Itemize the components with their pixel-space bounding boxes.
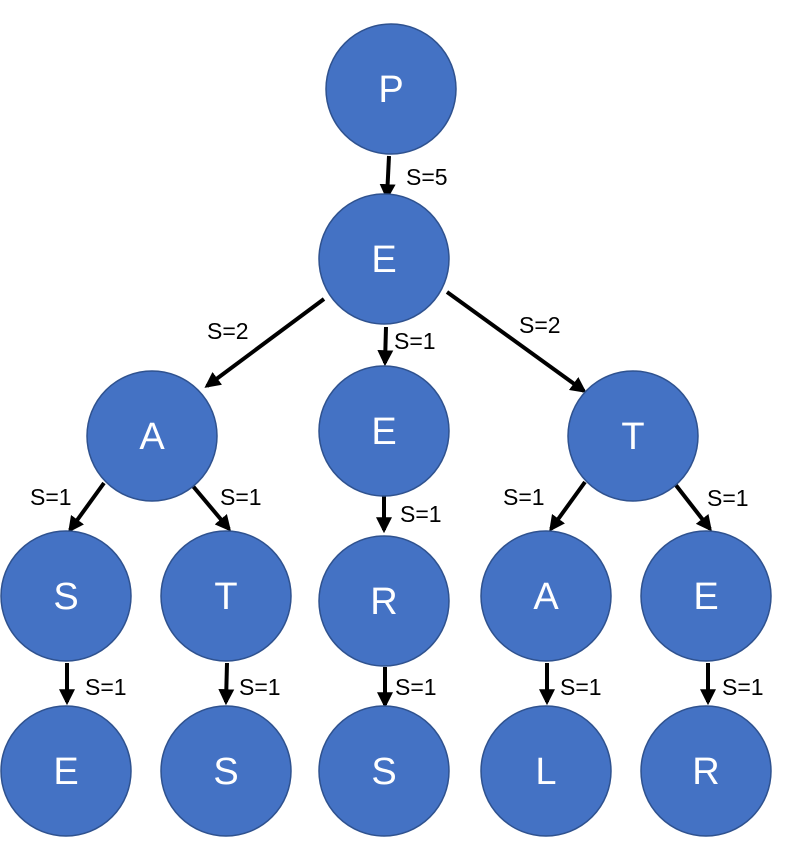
- edge-arrow-e1-a1: [204, 297, 326, 388]
- edge-label-e1-e2: S=1: [394, 328, 436, 354]
- node-label-s2: S: [213, 751, 238, 793]
- edge-label-e1-a1: S=2: [207, 318, 249, 344]
- node-circle-l1: [480, 705, 612, 837]
- node-l1: L: [480, 705, 612, 837]
- edge-label-t1-e3: S=1: [707, 485, 749, 511]
- edge-label-p-e1: S=5: [406, 164, 448, 190]
- edge-arrow-a1-s1: [68, 481, 106, 533]
- node-circle-e4: [0, 705, 132, 837]
- edge-label-a2-l1: S=1: [560, 674, 602, 700]
- node-label-e1: E: [371, 239, 396, 281]
- node-circle-s3: [318, 705, 450, 837]
- edge-arrow-t1-a2: [549, 480, 587, 532]
- node-e4: E: [0, 705, 132, 837]
- edge-label-s1-e4: S=1: [85, 674, 127, 700]
- node-circle-a2: [480, 530, 612, 662]
- edge-label-e2-r1: S=1: [400, 501, 442, 527]
- node-label-e3: E: [693, 576, 718, 618]
- edge-arrow-t2-s2: [218, 662, 235, 706]
- edge-arrow-e1-e2: [377, 326, 394, 367]
- edge-label-r1-s3: S=1: [395, 674, 437, 700]
- edge-arrow-p-e1: [379, 155, 396, 201]
- node-p: P: [325, 23, 457, 155]
- node-circle-s2: [160, 705, 292, 837]
- node-circle-t1: [567, 370, 699, 502]
- node-circle-s1: [0, 530, 132, 662]
- node-circle-e3: [640, 530, 772, 662]
- node-a2: A: [480, 530, 612, 662]
- node-e3: E: [640, 530, 772, 662]
- edge-label-a1-s1: S=1: [30, 484, 72, 510]
- edge-arrow-a1-t2: [190, 483, 232, 532]
- nodes: P E A E T S T R A E E S S L R: [0, 23, 772, 837]
- node-circle-r2: [640, 705, 772, 837]
- node-circle-r1: [318, 535, 450, 667]
- node-label-t1: T: [621, 416, 644, 458]
- edge-label-e1-t1: S=2: [519, 312, 561, 338]
- node-t1: T: [567, 370, 699, 502]
- node-r2: R: [640, 705, 772, 837]
- node-s2: S: [160, 705, 292, 837]
- node-circle-t2: [160, 530, 292, 662]
- node-label-r1: R: [370, 581, 397, 623]
- node-label-a2: A: [533, 576, 559, 618]
- node-e2: E: [318, 365, 450, 497]
- node-circle-e1: [318, 193, 450, 325]
- node-label-t2: T: [214, 576, 237, 618]
- node-s1: S: [0, 530, 132, 662]
- node-label-r2: R: [692, 751, 719, 793]
- node-label-p: P: [378, 69, 403, 111]
- edge-label-t2-s2: S=1: [239, 674, 281, 700]
- edge-label-t1-a2: S=1: [503, 484, 545, 510]
- node-label-s3: S: [371, 751, 396, 793]
- node-a1: A: [86, 370, 218, 502]
- edge-label-a1-t2: S=1: [220, 484, 262, 510]
- node-label-e4: E: [53, 751, 78, 793]
- edge-arrow-t1-e3: [673, 482, 712, 532]
- node-circle-e2: [318, 365, 450, 497]
- node-label-s1: S: [53, 576, 78, 618]
- edge-arrow-e1-t1: [445, 290, 587, 393]
- edge-label-e3-r2: S=1: [722, 674, 764, 700]
- node-circle-a1: [86, 370, 218, 502]
- node-circle-p: [325, 23, 457, 155]
- node-t2: T: [160, 530, 292, 662]
- node-label-l1: L: [535, 751, 556, 793]
- node-s3: S: [318, 705, 450, 837]
- node-label-a1: A: [139, 416, 165, 458]
- node-e1: E: [318, 193, 450, 325]
- node-label-e2: E: [371, 411, 396, 453]
- node-r1: R: [318, 535, 450, 667]
